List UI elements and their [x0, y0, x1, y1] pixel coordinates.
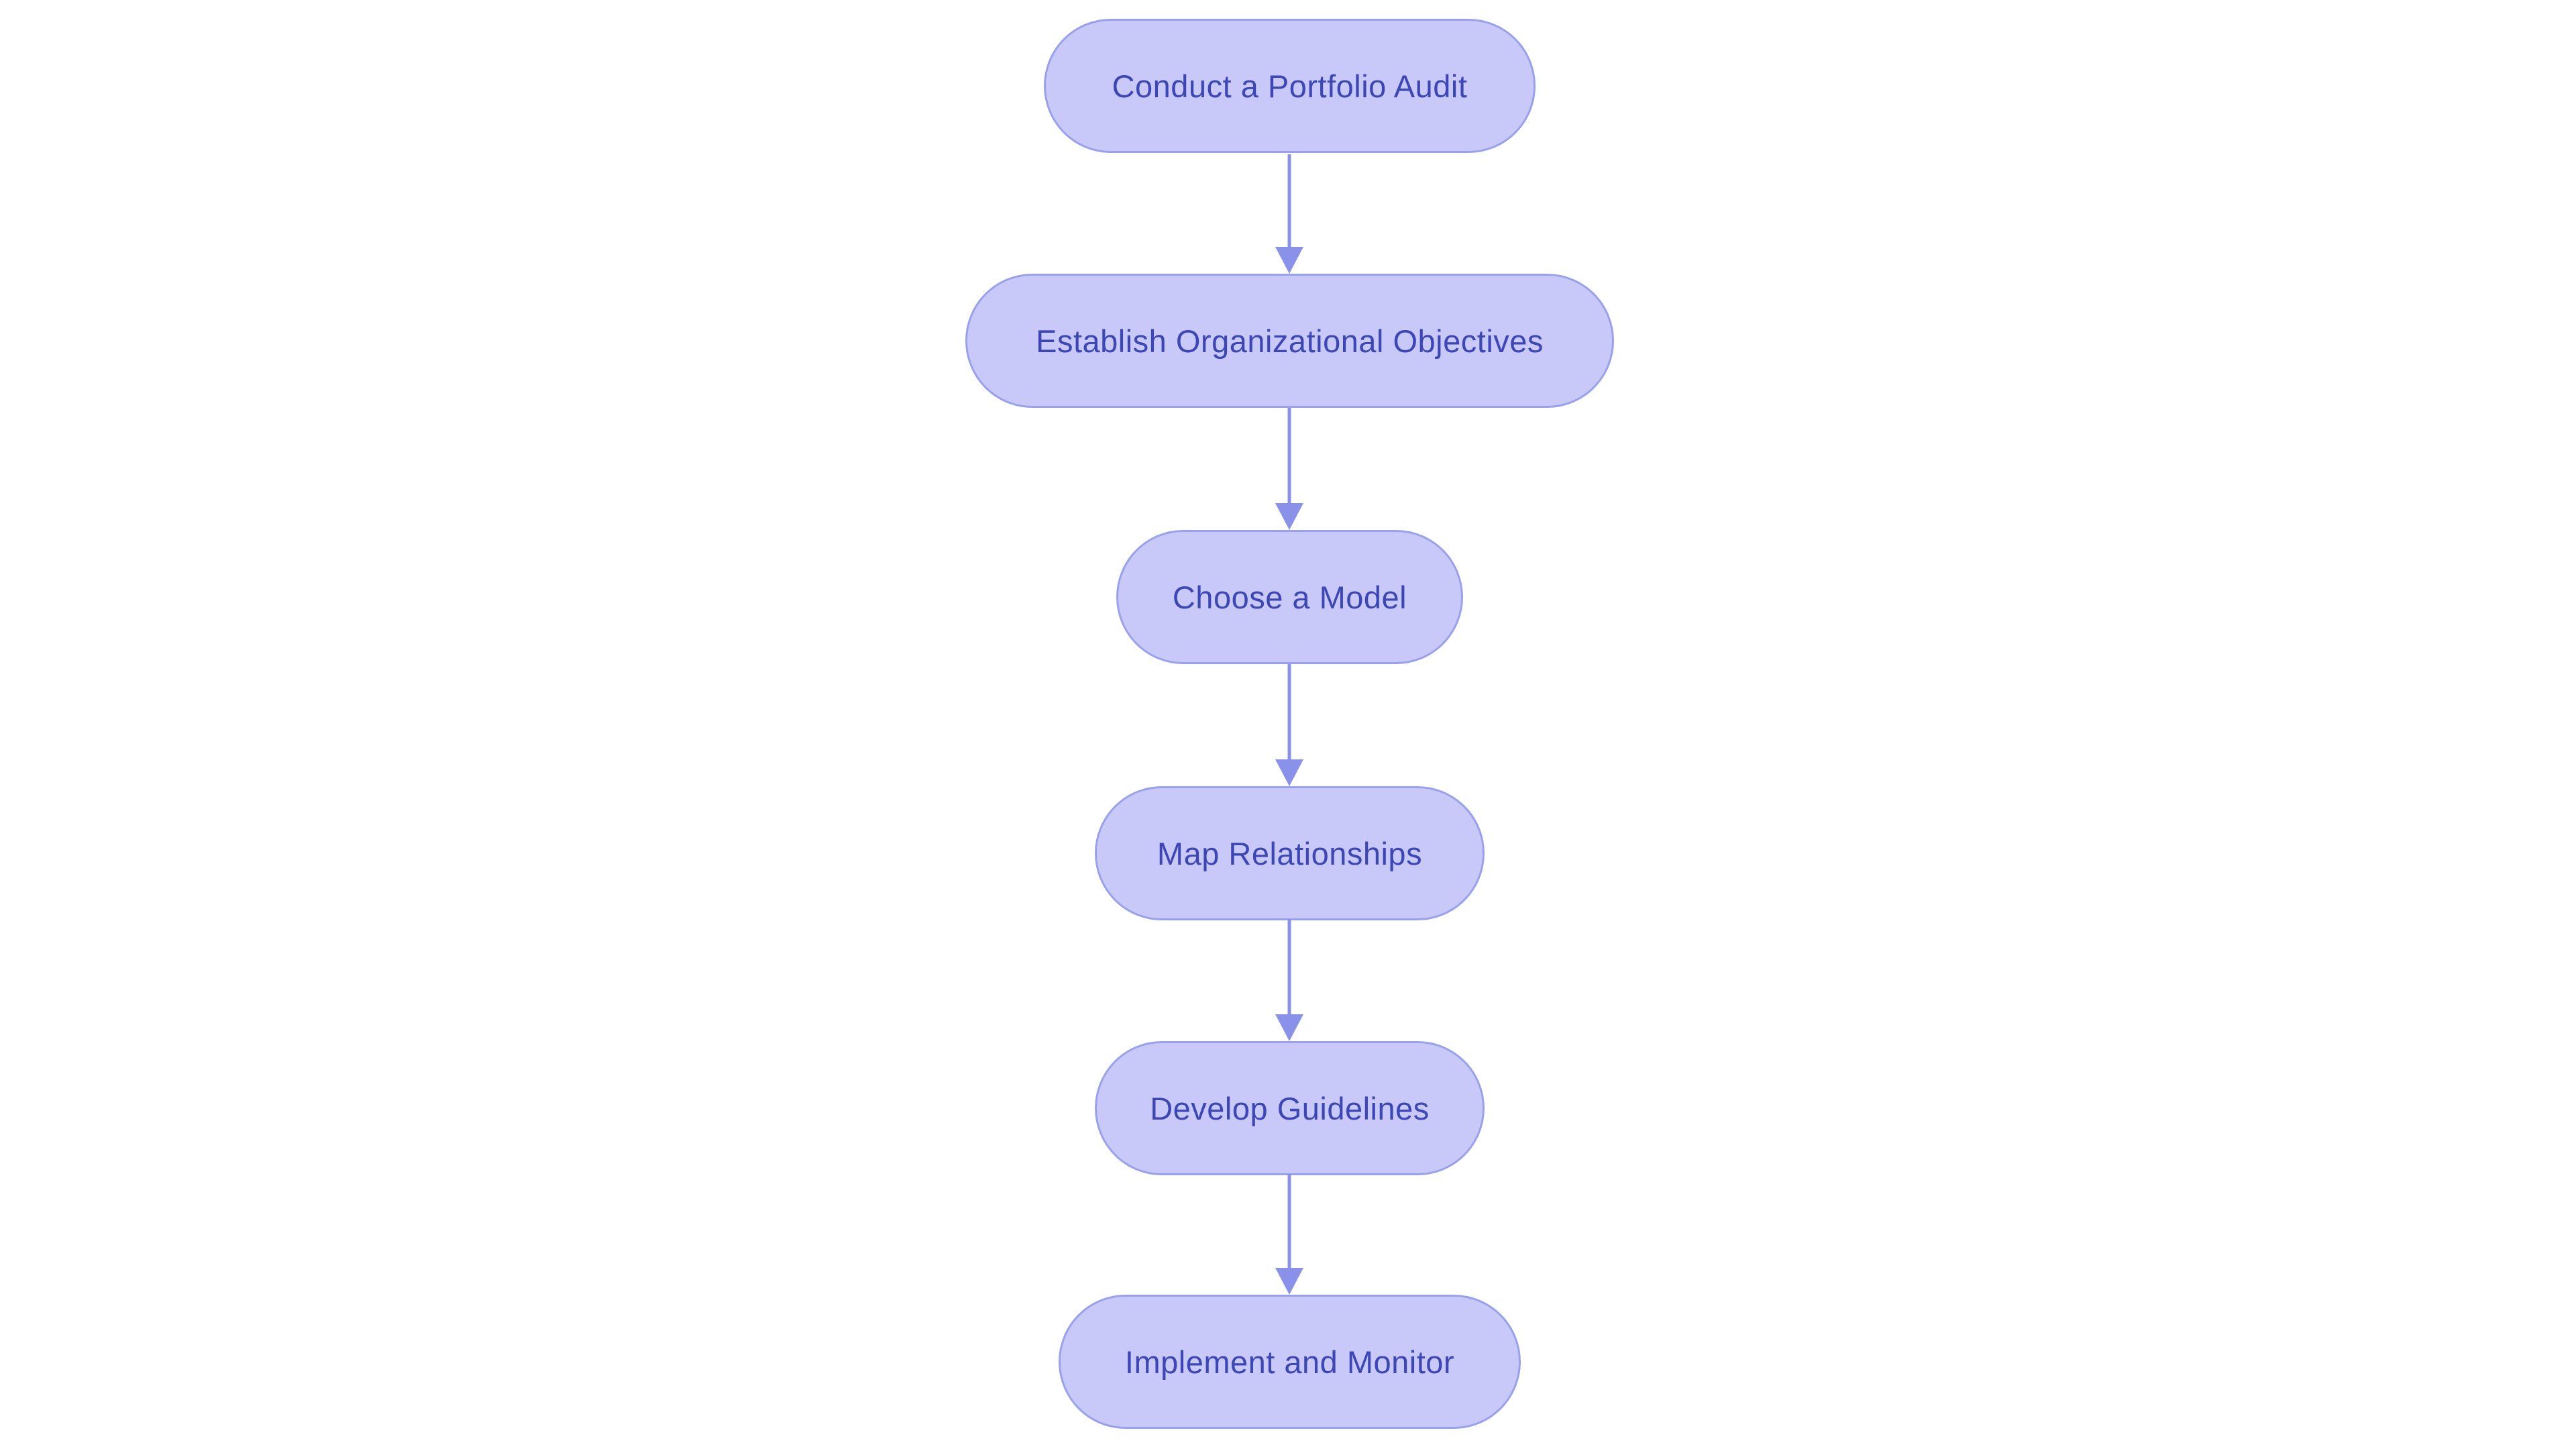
flow-node-map-relationships: Map Relationships: [1095, 786, 1485, 920]
node-label: Develop Guidelines: [1150, 1090, 1430, 1126]
node-label: Conduct a Portfolio Audit: [1112, 68, 1468, 104]
connector-arrow-down-icon-3: [1275, 664, 1303, 786]
connector-arrow-down-icon-5: [1275, 1174, 1303, 1295]
flow-node-develop-guidelines: Develop Guidelines: [1095, 1041, 1485, 1175]
flow-node-conduct-portfolio-audit: Conduct a Portfolio Audit: [1044, 19, 1536, 153]
connector-arrow-down-icon-4: [1275, 919, 1303, 1041]
flow-node-establish-organizational-objectives: Establish Organizational Objectives: [965, 274, 1614, 408]
flow-node-implement-and-monitor: Implement and Monitor: [1059, 1295, 1521, 1429]
node-label: Establish Organizational Objectives: [1036, 323, 1544, 359]
connector-arrow-down-icon-1: [1275, 154, 1303, 274]
node-label: Map Relationships: [1157, 835, 1423, 871]
node-label: Choose a Model: [1172, 579, 1407, 615]
node-label: Implement and Monitor: [1124, 1344, 1455, 1380]
connector-arrow-down-icon-2: [1275, 408, 1303, 530]
flow-node-choose-a-model: Choose a Model: [1116, 530, 1463, 664]
